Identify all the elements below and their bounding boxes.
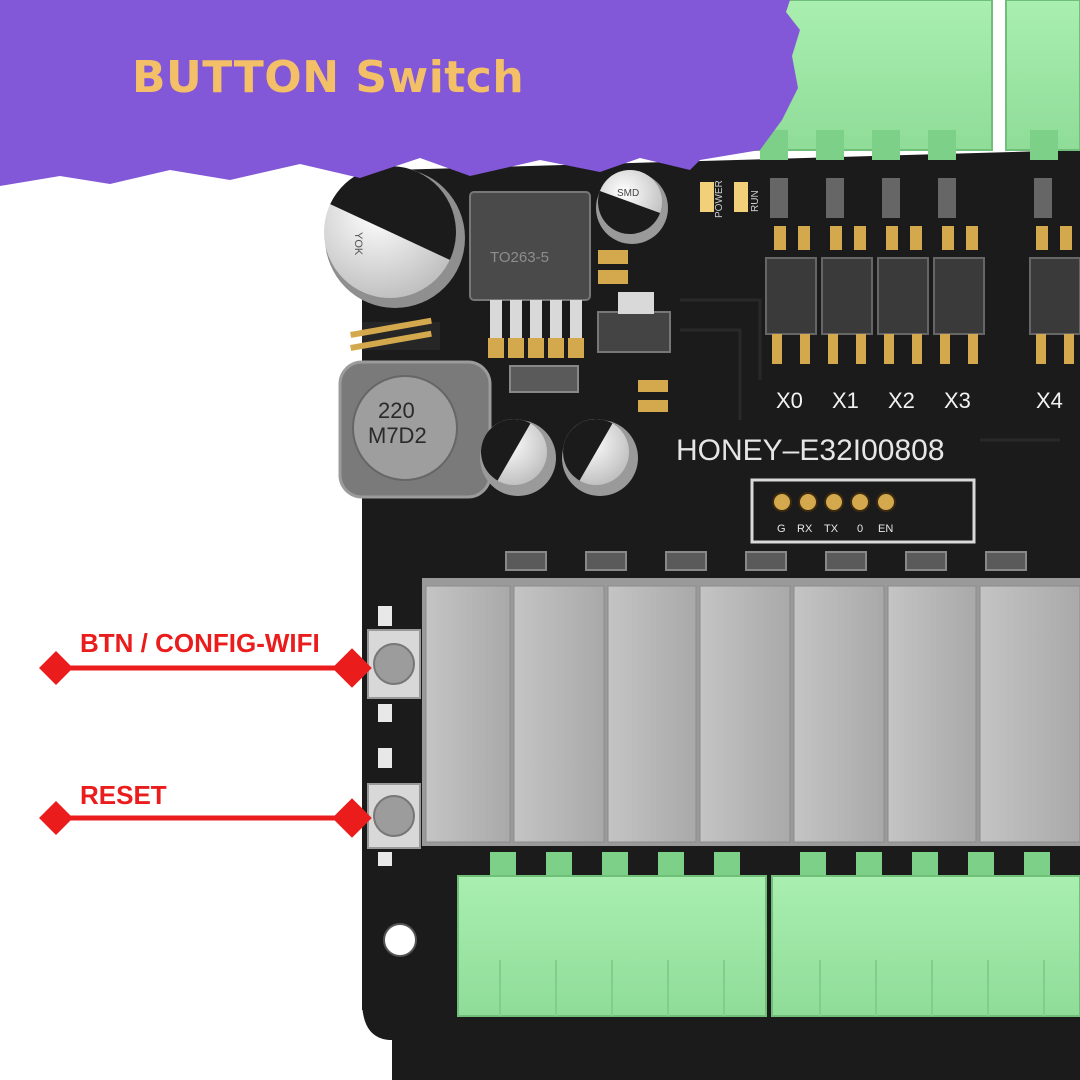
status-leds: POWER RUN xyxy=(700,180,761,218)
svg-text:220: 220 xyxy=(378,398,415,423)
relay xyxy=(793,585,885,843)
optocoupler-row xyxy=(765,178,1080,364)
reset-label: RESET xyxy=(80,780,167,810)
btn-config-wifi-switch[interactable] xyxy=(367,606,421,722)
board-model-label: HONEY–E32I00808 xyxy=(676,434,945,467)
svg-text:RX: RX xyxy=(797,523,813,535)
banner-title: BUTTON Switch xyxy=(132,52,525,103)
relay xyxy=(425,585,511,843)
relay xyxy=(887,585,977,843)
input-label-x0: X0 xyxy=(776,388,803,413)
reset-switch[interactable] xyxy=(367,748,421,866)
cap-label: YOK xyxy=(352,232,364,256)
relay xyxy=(607,585,697,843)
inductor: 220 M7D2 xyxy=(338,360,492,499)
svg-text:G: G xyxy=(777,523,786,535)
small-components xyxy=(509,250,671,412)
regulator-label: TO263-5 xyxy=(490,249,549,266)
input-labels: X0 X1 X2 X3 X4 xyxy=(776,388,1063,413)
input-label-x2: X2 xyxy=(888,388,915,413)
relay xyxy=(513,585,605,843)
smd-capacitor: SMD xyxy=(596,170,668,244)
title-banner xyxy=(0,0,800,186)
svg-text:POWER: POWER xyxy=(714,180,725,218)
relay-led-row xyxy=(505,551,1027,571)
optocoupler xyxy=(1029,257,1080,364)
btn-config-wifi-label: BTN / CONFIG-WIFI xyxy=(80,628,320,658)
terminal-block-bottom xyxy=(457,852,1080,1017)
regulator-chip: TO263-5 xyxy=(469,191,591,358)
jumper-pins xyxy=(350,317,440,351)
input-label-x1: X1 xyxy=(832,388,859,413)
svg-text:RUN: RUN xyxy=(750,190,761,212)
svg-text:SMD: SMD xyxy=(617,188,639,199)
optocoupler xyxy=(933,257,985,364)
optocoupler xyxy=(765,257,817,364)
electrolytic-capacitor: YOK xyxy=(324,166,465,308)
relay xyxy=(979,585,1080,843)
relay xyxy=(699,585,791,843)
svg-text:TX: TX xyxy=(824,523,839,535)
serial-header: G RX TX 0 EN xyxy=(750,478,976,544)
mounting-hole xyxy=(383,923,417,957)
smd-capacitor-pair xyxy=(480,419,638,496)
svg-text:EN: EN xyxy=(878,523,893,535)
input-label-x3: X3 xyxy=(944,388,971,413)
relay-bank xyxy=(422,578,1080,846)
svg-text:M7D2: M7D2 xyxy=(368,423,427,448)
optocoupler xyxy=(821,257,873,364)
optocoupler xyxy=(877,257,929,364)
svg-text:0: 0 xyxy=(857,523,863,535)
input-label-x4: X4 xyxy=(1036,388,1063,413)
